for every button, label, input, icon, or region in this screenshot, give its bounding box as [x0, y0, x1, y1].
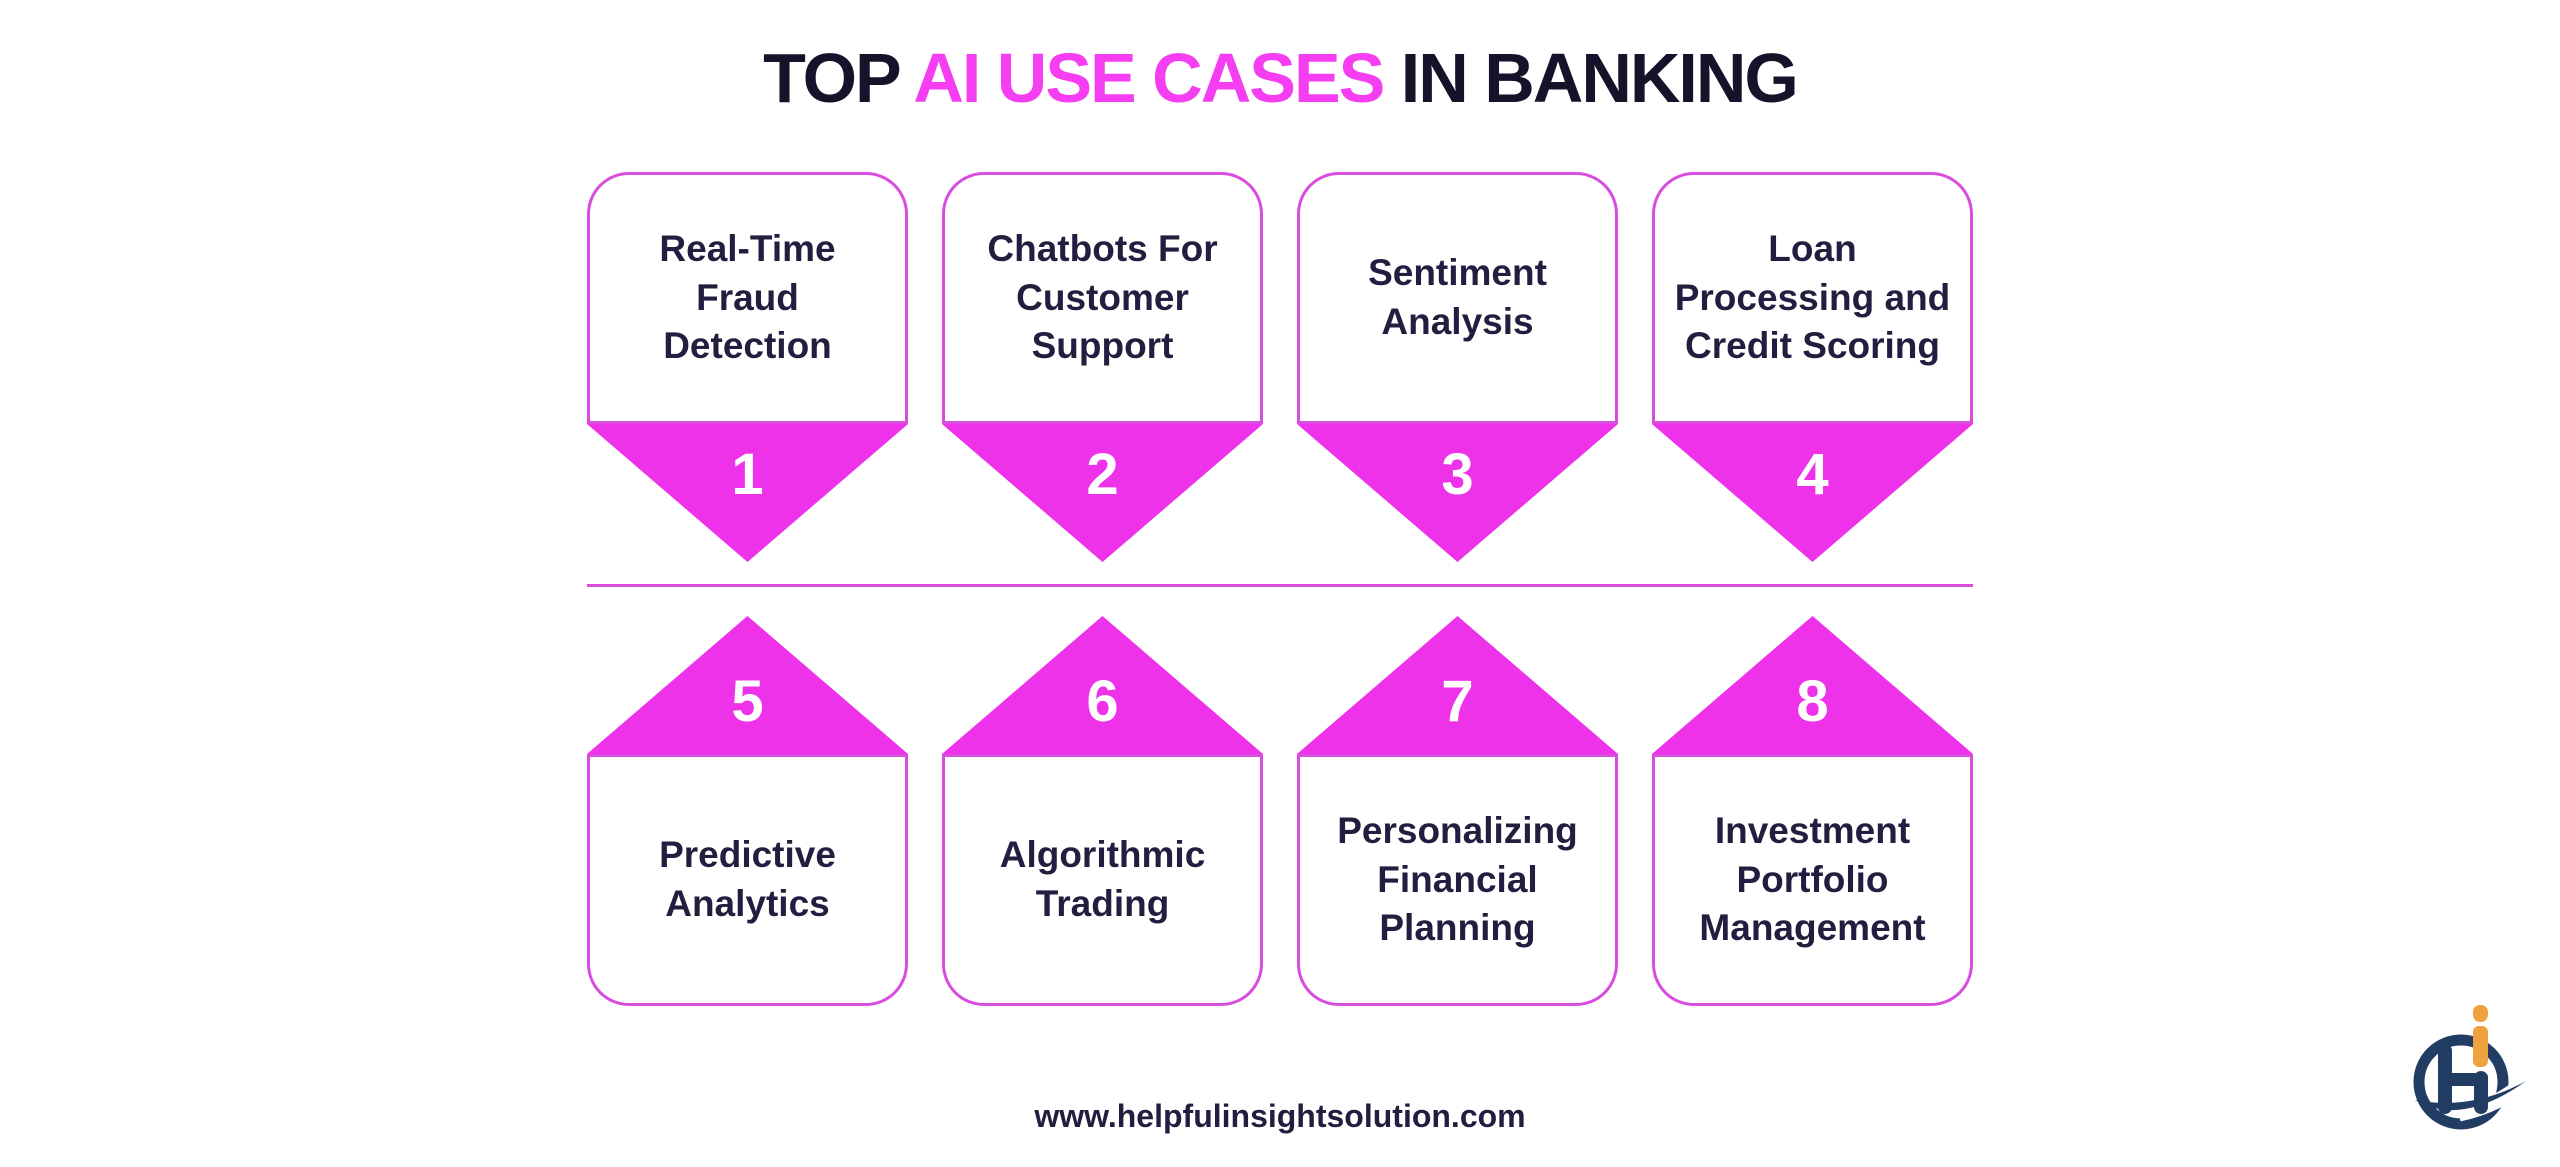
logo-swoosh	[2415, 1081, 2526, 1111]
card-label-box: Investment Portfolio Management	[1652, 754, 1973, 1006]
card-label-box: Sentiment Analysis	[1297, 172, 1618, 424]
brand-logo	[2401, 1001, 2527, 1141]
website-url: www.helpfulinsightsolution.com	[1034, 1098, 1526, 1134]
card-number: 1	[731, 442, 764, 507]
bottom-row: Predictive Analytics 5 Algorithmic Tradi…	[587, 616, 1973, 1006]
logo-i-dot	[2473, 1005, 2488, 1022]
card-label-box: Real-Time Fraud Detection	[587, 172, 908, 424]
card-number-pointer: 8	[1652, 616, 1973, 754]
logo-h-crossbar	[2438, 1073, 2488, 1086]
card-label-box: Loan Processing and Credit Scoring	[1652, 172, 1973, 424]
card-number-pointer: 3	[1297, 424, 1618, 562]
card-label: Chatbots For Customer Support	[987, 227, 1218, 367]
card-number: 2	[1086, 442, 1119, 507]
use-case-card: Loan Processing and Credit Scoring 4	[1652, 172, 1973, 562]
card-label: Loan Processing and Credit Scoring	[1674, 227, 1951, 367]
card-number-pointer: 5	[587, 616, 908, 754]
card-label-box: Predictive Analytics	[587, 754, 908, 1006]
use-case-card: Real-Time Fraud Detection 1	[587, 172, 908, 562]
use-case-card: Algorithmic Trading 6	[942, 616, 1263, 1006]
card-number-pointer: 7	[1297, 616, 1618, 754]
card-number: 8	[1796, 669, 1829, 734]
card-number-pointer: 2	[942, 424, 1263, 562]
card-number-pointer: 4	[1652, 424, 1973, 562]
title-suffix: IN BANKING	[1383, 39, 1799, 117]
use-case-card: Predictive Analytics 5	[587, 616, 908, 1006]
card-label: Predictive Analytics	[659, 834, 836, 924]
card-label-box: Chatbots For Customer Support	[942, 172, 1263, 424]
card-label: Algorithmic Trading	[999, 834, 1206, 924]
card-label-box: Personalizing Financial Planning	[1297, 754, 1618, 1006]
card-number: 7	[1441, 669, 1474, 734]
use-case-card: Sentiment Analysis 3	[1297, 172, 1618, 562]
card-label: Investment Portfolio Management	[1699, 809, 1926, 949]
card-number-pointer: 1	[587, 424, 908, 562]
card-number: 3	[1441, 442, 1474, 507]
card-label-box: Algorithmic Trading	[942, 754, 1263, 1006]
hi-logo-icon	[2413, 1005, 2527, 1130]
top-row: Real-Time Fraud Detection 1 Chatbots For…	[587, 172, 1973, 562]
row-divider	[587, 584, 1973, 587]
logo-i-stem	[2473, 1026, 2488, 1067]
card-number-pointer: 6	[942, 616, 1263, 754]
title-highlight: AI USE CASES	[913, 39, 1385, 117]
page-title: TOP AI USE CASES IN BANKING	[0, 38, 2560, 118]
use-case-card: Personalizing Financial Planning 7	[1297, 616, 1618, 1006]
card-label: Sentiment Analysis	[1368, 252, 1547, 342]
card-label: Real-Time Fraud Detection	[659, 227, 836, 367]
use-case-card: Investment Portfolio Management 8	[1652, 616, 1973, 1006]
logo-ring	[2413, 1034, 2509, 1130]
card-number: 6	[1086, 669, 1119, 734]
card-label: Personalizing Financial Planning	[1337, 809, 1578, 949]
title-prefix: TOP	[763, 39, 914, 117]
card-number: 4	[1796, 442, 1829, 507]
use-case-card: Chatbots For Customer Support 2	[942, 172, 1263, 562]
card-number: 5	[731, 669, 764, 734]
logo-ring-gap	[2457, 1074, 2527, 1122]
